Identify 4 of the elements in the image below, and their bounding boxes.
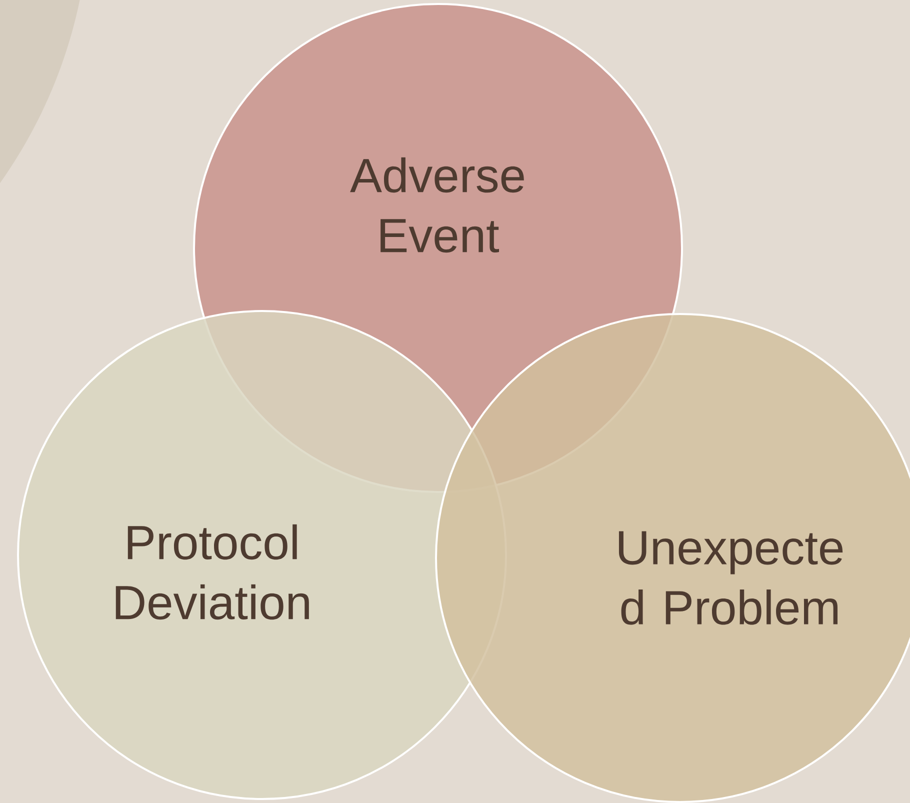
circle-label: Protocol Deviation [116, 524, 309, 620]
circle-label: Unexpecte d Problem [618, 531, 843, 625]
venn-circle [435, 313, 910, 803]
circle-label: Adverse Event [350, 157, 524, 253]
